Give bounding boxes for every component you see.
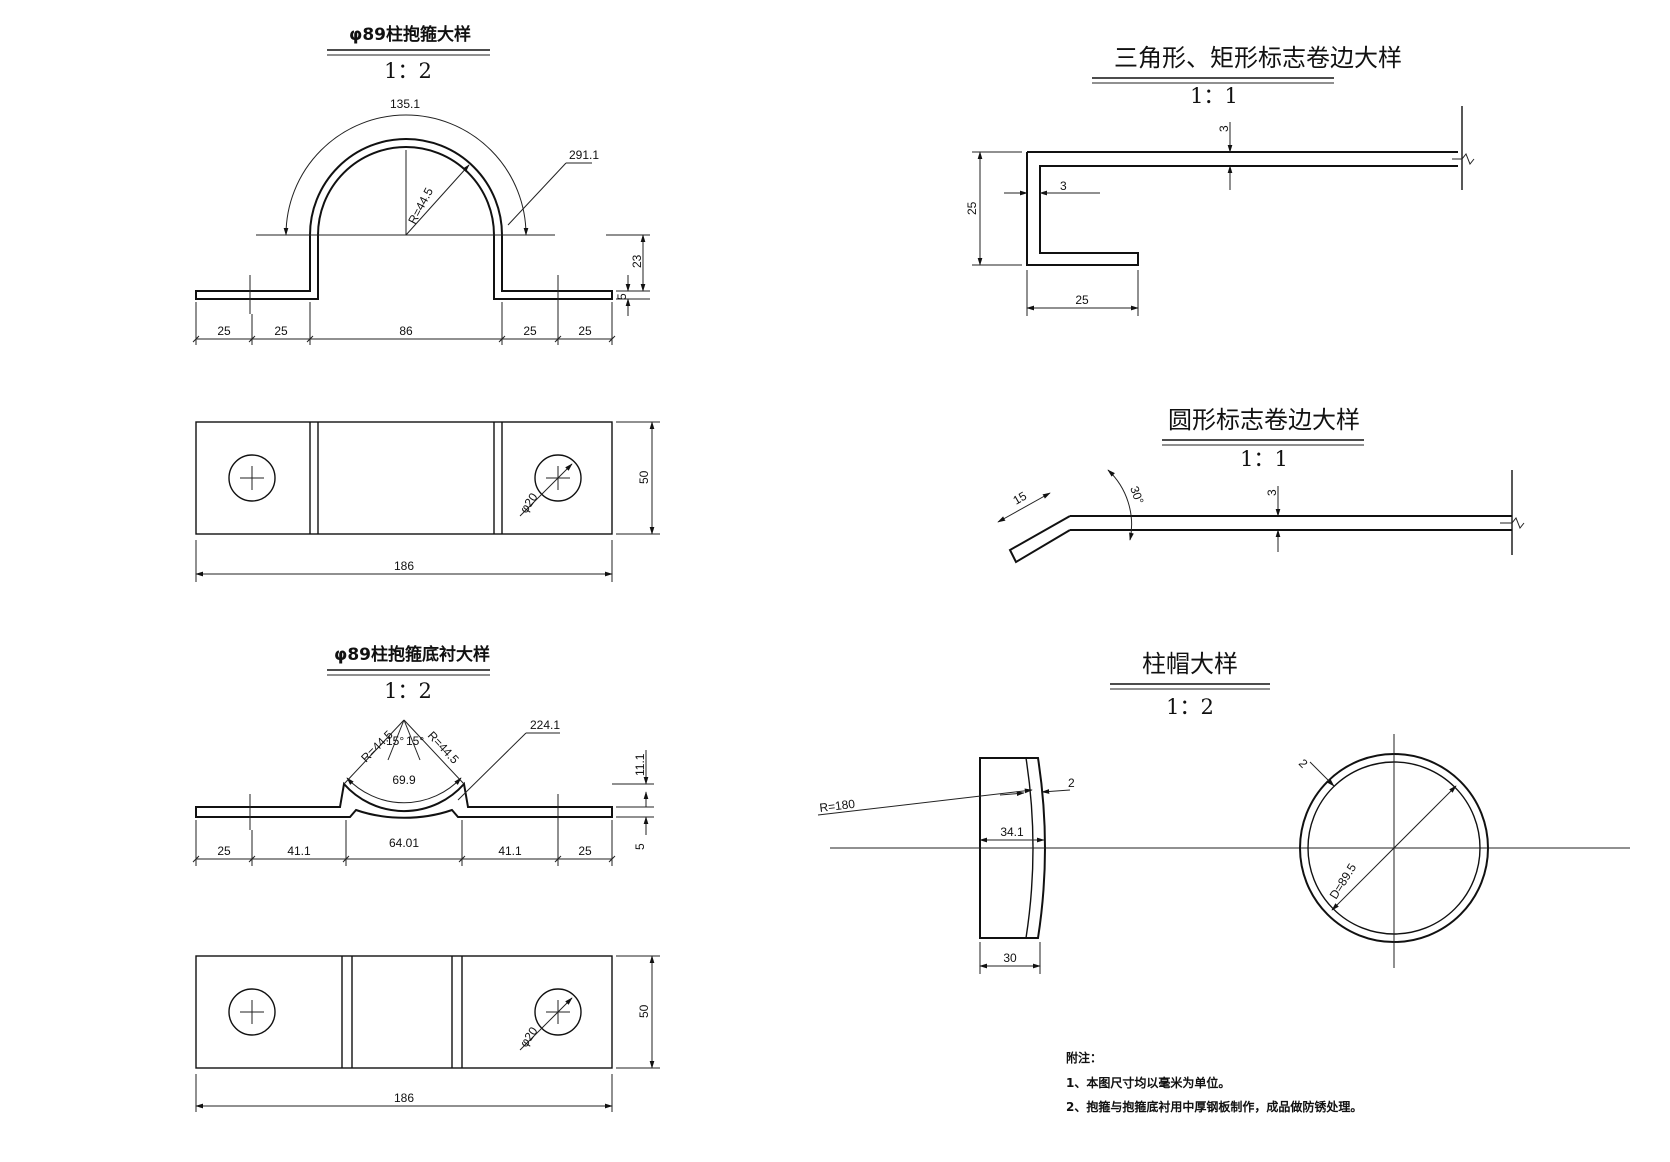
liner-profile	[195, 781, 613, 819]
round-edge-scale: 1：1	[1240, 447, 1288, 471]
dim-label: 41.1	[287, 844, 311, 858]
bolt-hole	[534, 454, 582, 502]
dim-label: 25	[217, 324, 231, 338]
notes-block: 附注： 1、本图尺寸均以毫米为单位。 2、抱箍与抱箍底衬用中厚钢板制作，成品做防…	[1066, 1050, 1362, 1114]
radius-line	[405, 164, 470, 236]
notes-title: 附注：	[1066, 1050, 1102, 1065]
note-item: 2、抱箍与抱箍底衬用中厚钢板制作，成品做防锈处理。	[1066, 1099, 1362, 1114]
diameter-label: D=89.5	[1327, 861, 1360, 902]
hole-leader	[519, 463, 573, 517]
thickness-side-label: 3	[1060, 179, 1067, 193]
height-label: 25	[965, 201, 979, 215]
width-label: 30	[1003, 951, 1017, 965]
dim-label: 41.1	[498, 844, 522, 858]
bolt-hole	[228, 454, 276, 502]
note-item: 1、本图尺寸均以毫米为单位。	[1066, 1075, 1230, 1090]
diameter-line	[1331, 785, 1457, 911]
rect-sign-edge-detail: 三角形、矩形标志卷边大样 1：1 3 3 25 25	[965, 44, 1475, 316]
leader-label: 291.1	[569, 148, 599, 162]
angle-right-label: 15°	[406, 734, 424, 748]
edge-profile	[1026, 151, 1458, 266]
clamp-inner-arc	[317, 146, 495, 236]
bottom-dimension-chain	[192, 302, 616, 345]
height-5-label: 5	[633, 843, 647, 850]
liner-scale: 1：2	[384, 679, 432, 703]
width-label: 25	[1075, 293, 1089, 307]
bottom-dimension-chain	[192, 820, 616, 866]
liner-elevation-view: φ89柱抱箍底衬大样 1：2 69.9 R=44.5 R=44.5 15° 15…	[192, 644, 654, 866]
leader-line	[507, 162, 567, 226]
height-label: 50	[637, 470, 651, 484]
angle-label: 30°	[1127, 484, 1146, 506]
height-23-label: 23	[630, 254, 644, 268]
arc-dimension	[283, 114, 529, 236]
hole-leader	[519, 997, 573, 1051]
hole-label: φ20	[517, 490, 541, 516]
edge-title: 三角形、矩形标志卷边大样	[1114, 44, 1402, 72]
cap-side-profile	[979, 757, 1046, 939]
angle-arc	[1107, 469, 1134, 541]
clamp-elevation-view: φ89柱抱箍大样 1：2 R=44.5 135.1 291.1 23	[192, 24, 650, 345]
cap-title: 柱帽大样	[1142, 650, 1238, 678]
height-11-label: 11.1	[633, 753, 647, 776]
radius-leader	[817, 788, 1033, 816]
cap-thickness-label: 2	[1296, 756, 1311, 771]
dim-label: 64.01	[389, 836, 419, 850]
plan-outline	[195, 955, 613, 1069]
width-label: 186	[394, 1091, 414, 1105]
dim-line	[999, 791, 1025, 796]
dim-line	[1309, 761, 1335, 787]
dim-label: 86	[399, 324, 413, 338]
plan-outline	[195, 421, 613, 535]
radius-label: R=44.5	[405, 185, 436, 226]
bolt-hole	[228, 988, 276, 1036]
dim-label: 25	[274, 324, 288, 338]
edge-scale: 1：1	[1190, 84, 1238, 108]
clamp-plan-view: φ20 50 186	[195, 421, 660, 582]
post-cap-detail: 柱帽大样 1：2 R=180 2 34.1 30 D=89.5 2	[817, 650, 1630, 974]
width-label: 186	[394, 559, 414, 573]
leader-label: 224.1	[530, 718, 560, 732]
dim-line	[997, 492, 1051, 523]
dim-label: 25	[578, 324, 592, 338]
thickness-top-label: 3	[1217, 125, 1231, 132]
thickness-label: 2	[1068, 776, 1075, 790]
round-edge-title: 圆形标志卷边大样	[1168, 406, 1360, 434]
height-5-label: 5	[615, 293, 629, 300]
clamp-profile	[493, 235, 613, 300]
hole-label: φ20	[517, 1024, 541, 1050]
chord-arc	[346, 777, 462, 804]
round-sign-edge-detail: 圆形标志卷边大样 1：1 3 15 30°	[997, 406, 1525, 564]
dim-label: 25	[578, 844, 592, 858]
edge-profile	[1008, 515, 1512, 564]
height-label: 50	[637, 1004, 651, 1018]
thickness-label: 3	[1265, 489, 1279, 496]
dim-label: 25	[523, 324, 537, 338]
clamp-scale: 1：2	[384, 59, 432, 83]
liner-title: φ89柱抱箍底衬大样	[334, 644, 490, 665]
bolt-hole	[534, 988, 582, 1036]
clamp-outer-arc	[309, 138, 503, 236]
dim-label: 25	[217, 844, 231, 858]
radius-label: R=180	[819, 797, 856, 815]
arc-label: 135.1	[390, 97, 420, 111]
liner-plan-view: φ20 50 186	[195, 955, 660, 1112]
clamp-profile	[195, 235, 319, 300]
depth-label: 34.1	[1000, 825, 1024, 839]
clamp-title: φ89柱抱箍大样	[349, 24, 471, 45]
dim-line	[1041, 789, 1071, 794]
angle-left-label: 15°	[386, 734, 404, 748]
chord-label: 69.9	[392, 773, 416, 787]
length-label: 15	[1011, 489, 1030, 508]
cap-scale: 1：2	[1166, 695, 1214, 719]
